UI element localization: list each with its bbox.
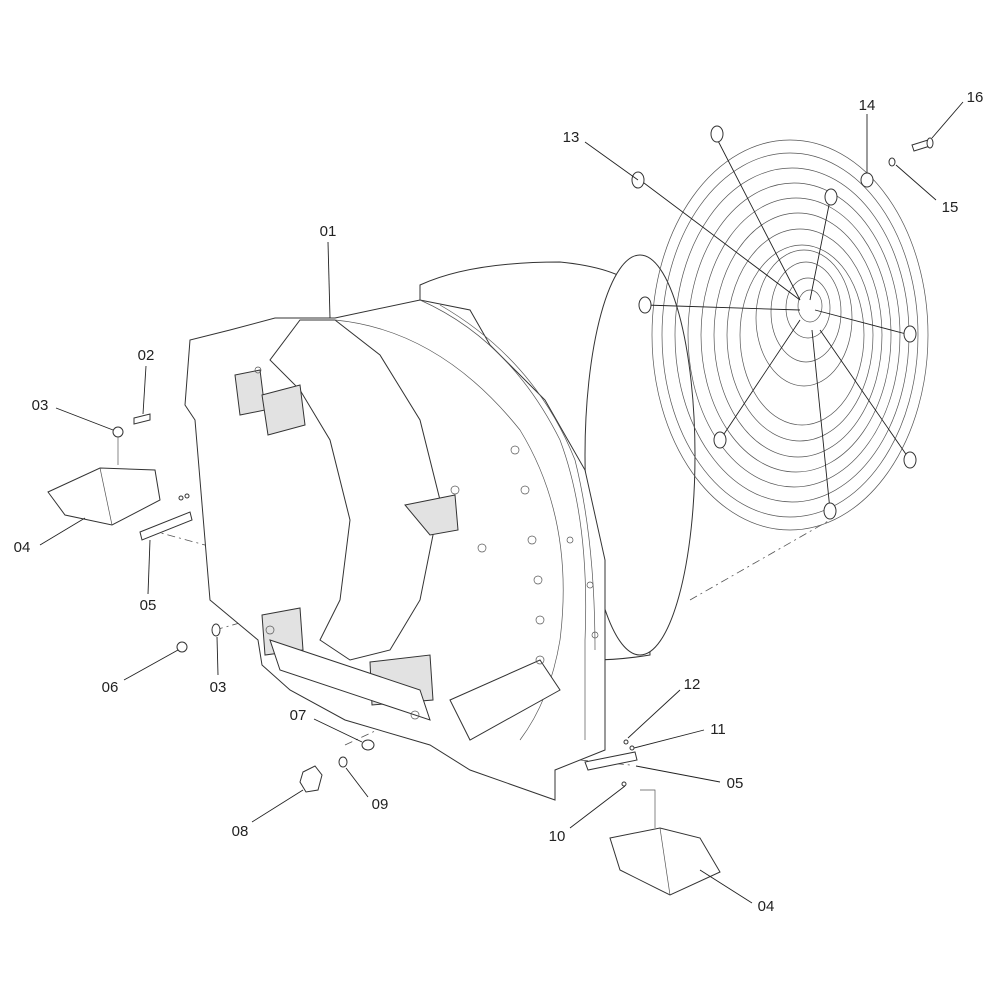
label-12: 12: [684, 676, 701, 693]
label-11: 11: [710, 721, 726, 738]
label-14: 14: [859, 97, 876, 114]
leader-lines: [39, 101, 964, 904]
label-04-right: 04: [758, 898, 775, 915]
label-05-right: 05: [727, 775, 744, 792]
label-04-left: 04: [14, 539, 31, 556]
label-16: 16: [967, 89, 984, 106]
guard-hardware: [860, 137, 934, 188]
label-05-left: 05: [140, 597, 157, 614]
label-13: 13: [563, 129, 580, 146]
label-08: 08: [232, 823, 249, 840]
label-10: 10: [549, 828, 566, 845]
label-03-left: 03: [32, 397, 49, 414]
label-03-front: 03: [210, 679, 227, 696]
label-15: 15: [942, 199, 959, 216]
label-07: 07: [290, 707, 307, 724]
part-labels: 01 02 03 04 05 06 03 07 08 09 10 05 11 1…: [14, 89, 984, 915]
left-bracket-assembly: [47, 413, 193, 541]
label-09: 09: [372, 796, 389, 813]
label-02: 02: [138, 347, 155, 364]
front-hardware: [176, 623, 375, 793]
label-06: 06: [102, 679, 119, 696]
right-bracket-assembly: [584, 739, 721, 896]
label-01: 01: [320, 223, 337, 240]
fan-housing: [184, 299, 606, 801]
fan-guard: [631, 125, 929, 531]
axis-line-bottom: [689, 519, 831, 601]
